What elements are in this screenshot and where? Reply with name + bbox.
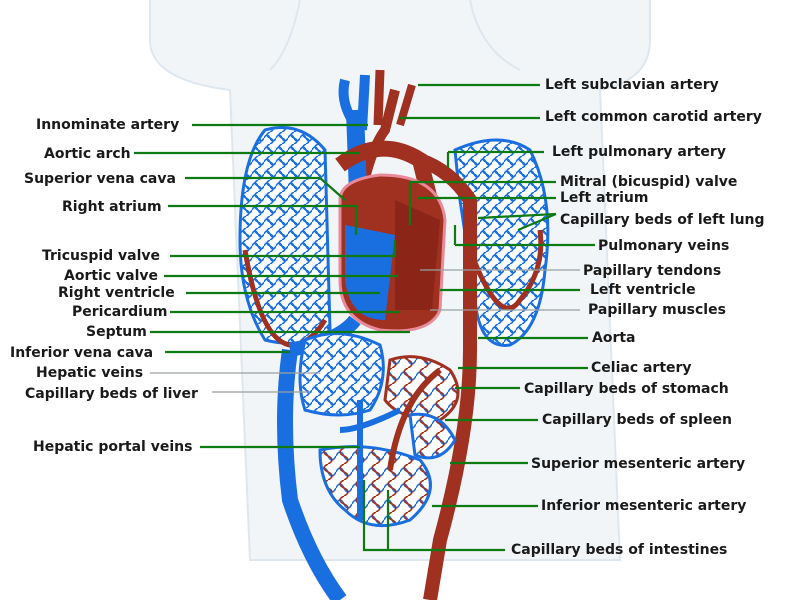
heart [338, 173, 447, 333]
label-inferior-mesenteric-artery: Inferior mesenteric artery [541, 498, 746, 514]
label-capillary-beds-stomach: Capillary beds of stomach [524, 381, 729, 397]
label-septum: Septum [86, 324, 147, 340]
label-pericardium: Pericardium [72, 304, 167, 320]
liver-capillaries [298, 332, 385, 417]
label-tricuspid-valve: Tricuspid valve [42, 248, 160, 264]
label-left-subclavian-artery: Left subclavian artery [545, 77, 719, 93]
label-superior-mesenteric-artery: Superior mesenteric artery [531, 456, 745, 472]
label-capillary-beds-liver: Capillary beds of liver [25, 386, 198, 402]
label-left-common-carotid-artery: Left common carotid artery [545, 109, 762, 125]
label-pulmonary-veins: Pulmonary veins [598, 238, 729, 254]
label-capillary-beds-left-lung: Capillary beds of left lung [560, 212, 765, 228]
label-papillary-tendons: Papillary tendons [583, 263, 721, 279]
right-lung-capillaries [238, 126, 332, 348]
label-celiac-artery: Celiac artery [591, 360, 692, 376]
label-left-atrium: Left atrium [560, 190, 648, 206]
left-lung-capillaries [453, 138, 550, 347]
label-aortic-arch: Aortic arch [44, 146, 131, 162]
label-aortic-valve: Aortic valve [64, 268, 158, 284]
label-left-ventricle: Left ventricle [590, 282, 696, 298]
label-right-atrium: Right atrium [62, 199, 162, 215]
label-hepatic-portal-veins: Hepatic portal veins [33, 439, 192, 455]
labels: Left subclavian artery Left common carot… [10, 77, 765, 558]
label-right-ventricle: Right ventricle [58, 285, 175, 301]
label-superior-vena-cava: Superior vena cava [24, 171, 176, 187]
label-hepatic-veins: Hepatic veins [36, 365, 143, 381]
label-inferior-vena-cava: Inferior vena cava [10, 345, 153, 361]
label-capillary-beds-intestines: Capillary beds of intestines [511, 542, 727, 558]
label-mitral-valve: Mitral (bicuspid) valve [560, 174, 737, 190]
intestine-capillaries [318, 367, 442, 528]
leader-lines [134, 83, 595, 552]
label-left-pulmonary-artery: Left pulmonary artery [552, 144, 726, 160]
label-innominate-artery: Innominate artery [36, 117, 179, 133]
spleen-capillaries [408, 412, 457, 460]
label-papillary-muscles: Papillary muscles [588, 302, 726, 318]
label-aorta: Aorta [592, 330, 636, 346]
label-capillary-beds-spleen: Capillary beds of spleen [542, 412, 732, 428]
